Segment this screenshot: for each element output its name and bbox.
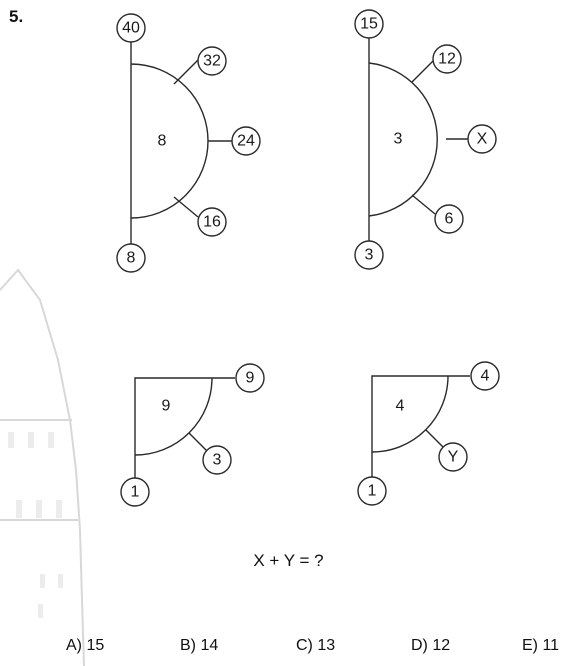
figure-2-spoke-3-value: 6: [445, 211, 454, 228]
figure-2-center-value: 3: [394, 131, 403, 148]
figure-2-bottom-bubble: 3: [354, 240, 384, 270]
figure-1-bottom-value: 8: [127, 250, 136, 267]
figure-2-spoke-3-bubble: 6: [434, 204, 464, 234]
figure-3-spoke-value: 3: [213, 452, 222, 469]
figure-2-bottom-value: 3: [365, 247, 374, 264]
figure-1-top-bubble: 40: [116, 13, 146, 43]
figure-2-semicircle: 15 12 X 6 3 3: [354, 9, 497, 270]
figure-4-bottom-bubble: 1: [357, 476, 387, 506]
figure-2-spoke-1-value: 12: [438, 51, 456, 68]
figure-2-spoke-2-bubble: X: [467, 124, 497, 154]
figure-1-spoke-3-value: 16: [203, 214, 221, 231]
figure-1-spoke-3-bubble: 16: [197, 207, 227, 237]
option-d[interactable]: D) 12: [411, 637, 451, 654]
figure-1-top-value: 40: [122, 20, 140, 37]
figure-3-outline: [134, 377, 235, 478]
figure-1-bottom-bubble: 8: [116, 243, 146, 273]
figure-3-spoke-bubble: 3: [202, 445, 232, 475]
figure-2-spoke-2-value: X: [477, 131, 488, 148]
figure-2-outline: [368, 38, 438, 244]
option-e[interactable]: E) 11: [522, 637, 560, 654]
figure-1-spoke-1-bubble: 32: [197, 46, 227, 76]
option-a[interactable]: A) 15: [66, 637, 105, 654]
figure-3-corner-value: 9: [246, 370, 255, 387]
figure-4-quarter: 4 Y 1 4: [357, 361, 500, 506]
figure-1-spoke-2-bubble: 24: [231, 126, 261, 156]
figure-3-center-value: 9: [162, 398, 171, 415]
figure-4-center-value: 4: [396, 398, 405, 415]
figure-3-quarter: 9 3 1 9: [120, 363, 265, 507]
figure-3-corner-bubble: 9: [235, 363, 265, 393]
figure-2-top-value: 15: [360, 16, 378, 33]
figure-3-bottom-bubble: 1: [120, 477, 150, 507]
question-text: X + Y = ?: [253, 551, 324, 570]
figure-4-outline: [371, 375, 470, 477]
figure-1-center-value: 8: [158, 133, 167, 150]
question-number: 5.: [9, 7, 24, 26]
figure-2-top-bubble: 15: [354, 9, 384, 39]
figure-4-bottom-value: 1: [368, 483, 377, 500]
figure-1-spoke-2-value: 24: [237, 133, 255, 150]
figure-2-spoke-1-bubble: 12: [432, 44, 462, 74]
figure-3-bottom-value: 1: [131, 484, 140, 501]
watermark-tower-icon: [0, 268, 85, 666]
figure-4-corner-bubble: 4: [470, 361, 500, 391]
figure-1-semicircle: 40 32 24 16 8 8: [116, 13, 261, 273]
figure-1-spoke-1-value: 32: [203, 53, 221, 70]
figure-4-spoke-bubble: Y: [438, 442, 468, 472]
figure-1-outline: [130, 42, 209, 245]
figure-4-corner-value: 4: [481, 368, 490, 385]
figure-4-spoke-value: Y: [448, 449, 459, 466]
option-c[interactable]: C) 13: [296, 637, 336, 654]
option-b[interactable]: B) 14: [180, 637, 219, 654]
